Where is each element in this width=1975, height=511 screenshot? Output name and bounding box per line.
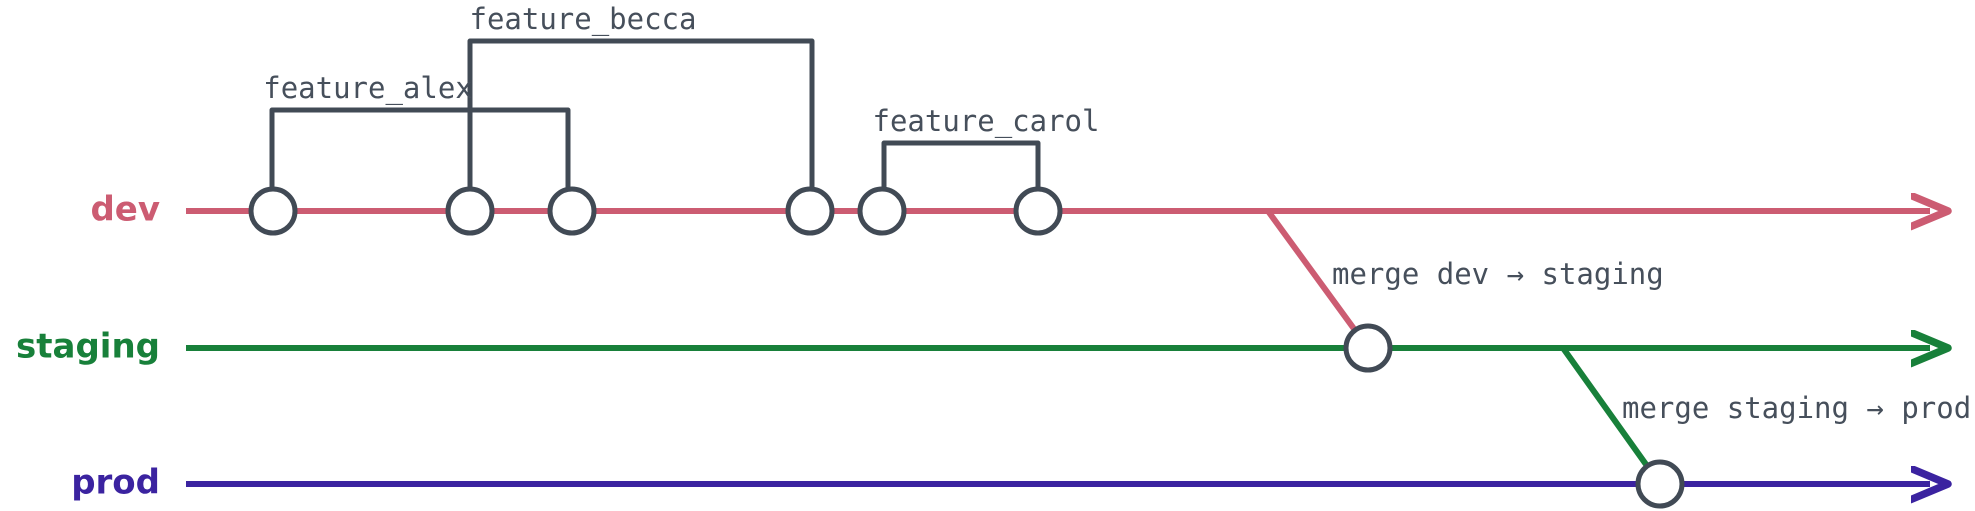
commit-node-staging-merge[interactable]: [1343, 323, 1393, 373]
commit-node-dev-c1[interactable]: [248, 186, 298, 236]
bracket-feature_alex: [269, 107, 571, 192]
merge-line-merge-staging-prod: [1560, 345, 1663, 487]
feature-label-feature_becca: feature_becca: [470, 2, 697, 37]
commit-node-dev-c5[interactable]: [857, 186, 907, 236]
bracket-feature_becca: [467, 38, 815, 192]
feature-label-feature_alex: feature_alex: [263, 71, 473, 106]
branch-label-dev: dev: [90, 190, 160, 230]
merge-annotation-labels: merge dev → staging merge staging → prod: [1332, 257, 1971, 425]
merge-label-merge-dev-staging: merge dev → staging: [1332, 257, 1664, 291]
commit-node-dev-c4[interactable]: [785, 186, 835, 236]
branch-lane-lines: [186, 211, 1930, 484]
merge-line-merge-dev-staging: [1265, 208, 1371, 351]
feature-label-feature_carol: feature_carol: [873, 104, 1100, 139]
commit-node-dev-c2[interactable]: [445, 186, 495, 236]
feature-branch-brackets: [269, 38, 1041, 192]
branch-name-labels: dev staging prod: [16, 190, 160, 503]
commit-node-prod-merge[interactable]: [1635, 459, 1685, 509]
bracket-feature_carol: [881, 140, 1041, 192]
merge-connector-lines: [1265, 208, 1663, 487]
commit-node-dev-c3[interactable]: [547, 186, 597, 236]
branch-label-staging: staging: [16, 327, 160, 367]
merge-label-merge-staging-prod: merge staging → prod: [1622, 391, 1971, 425]
commit-nodes: [248, 186, 1685, 509]
commit-node-dev-c6[interactable]: [1013, 186, 1063, 236]
feature-branch-labels: feature_alex feature_becca feature_carol: [263, 2, 1099, 139]
branch-label-prod: prod: [71, 463, 160, 503]
